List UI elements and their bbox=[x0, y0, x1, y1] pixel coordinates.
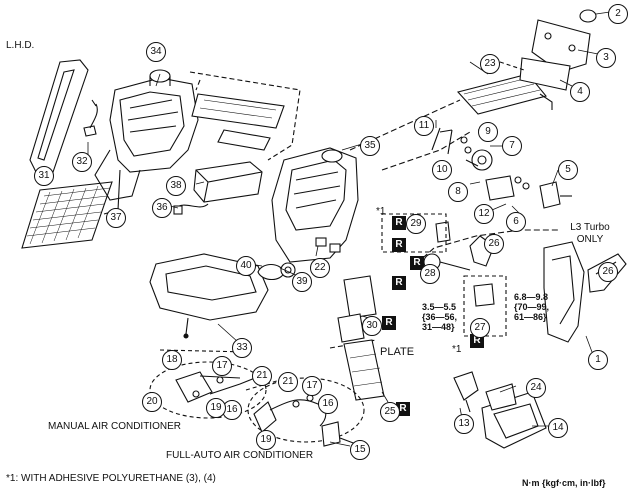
callout-18: 18 bbox=[162, 350, 182, 370]
callout-17-manual: 17 bbox=[212, 356, 232, 376]
callout-24: 24 bbox=[526, 378, 546, 398]
callout-32: 32 bbox=[72, 152, 92, 172]
manual-ac-label: MANUAL AIR CONDITIONER bbox=[48, 421, 181, 432]
plate-label: PLATE bbox=[380, 346, 415, 358]
callout-26: 26 bbox=[484, 234, 504, 254]
callout-28: 28 bbox=[420, 264, 440, 284]
callout-33: 33 bbox=[232, 338, 252, 358]
callout-21-auto: 21 bbox=[278, 372, 298, 392]
callout-30: 30 bbox=[362, 316, 382, 336]
callout-15: 15 bbox=[350, 440, 370, 460]
torque-spec-b-line2: {70—99, bbox=[514, 302, 550, 312]
asterisk1-bottom: *1 bbox=[452, 344, 462, 355]
torque-spec-a-line1: 3.5—5.5 bbox=[422, 302, 457, 312]
callout-5: 5 bbox=[558, 160, 578, 180]
callout-31: 31 bbox=[34, 166, 54, 186]
callout-27: 27 bbox=[470, 318, 490, 338]
callout-19-auto: 19 bbox=[256, 430, 276, 450]
replace-mark: R bbox=[382, 316, 396, 330]
callout-3: 3 bbox=[596, 48, 616, 68]
callout-34: 34 bbox=[146, 42, 166, 62]
callout-11: 11 bbox=[414, 116, 434, 136]
callout-37: 37 bbox=[106, 208, 126, 228]
callout-22: 22 bbox=[310, 258, 330, 278]
turbo-label: L3 Turbo ONLY bbox=[570, 222, 610, 245]
asterisk1-top: *1 bbox=[376, 206, 386, 217]
callout-7: 7 bbox=[502, 136, 522, 156]
replace-mark: R bbox=[392, 276, 406, 290]
callout-2: 2 bbox=[608, 4, 628, 24]
footnote: *1: WITH ADHESIVE POLYURETHANE (3), (4) bbox=[6, 473, 216, 484]
callout-4: 4 bbox=[570, 82, 590, 102]
callout-17-auto: 17 bbox=[302, 376, 322, 396]
torque-spec-a-line2: {36—56, bbox=[422, 312, 458, 322]
torque-spec-a-line3: 31—48} bbox=[422, 322, 455, 332]
lhd-label: L.H.D. bbox=[6, 40, 35, 51]
torque-spec-a: 3.5—5.5 {36—56, 31—48} bbox=[422, 302, 457, 332]
torque-spec-b-line1: 6.8—9.8 bbox=[514, 292, 549, 302]
callout-26-turbo: 26 bbox=[598, 262, 618, 282]
callout-29: 29 bbox=[406, 214, 426, 234]
callout-8: 8 bbox=[448, 182, 468, 202]
callout-20: 20 bbox=[142, 392, 162, 412]
callout-10: 10 bbox=[432, 160, 452, 180]
unit-legend: N·m {kgf·cm, in·lbf} bbox=[522, 478, 606, 488]
callout-36: 36 bbox=[152, 198, 172, 218]
callout-1: 1 bbox=[588, 350, 608, 370]
callout-40: 40 bbox=[236, 256, 256, 276]
callout-23: 23 bbox=[480, 54, 500, 74]
callout-14: 14 bbox=[548, 418, 568, 438]
callout-25: 25 bbox=[380, 402, 400, 422]
callout-21-manual: 21 bbox=[252, 366, 272, 386]
callout-35: 35 bbox=[360, 136, 380, 156]
callout-19-manual: 19 bbox=[206, 398, 226, 418]
replace-mark: R bbox=[392, 216, 406, 230]
callout-12: 12 bbox=[474, 204, 494, 224]
callout-16-auto: 16 bbox=[318, 394, 338, 414]
torque-spec-b: 6.8—9.8 {70—99, 61—86} bbox=[514, 292, 549, 322]
callout-39: 39 bbox=[292, 272, 312, 292]
torque-spec-b-line3: 61—86} bbox=[514, 312, 547, 322]
callout-13: 13 bbox=[454, 414, 474, 434]
replace-mark: R bbox=[410, 256, 424, 270]
replace-mark: R bbox=[392, 238, 406, 252]
callout-38: 38 bbox=[166, 176, 186, 196]
callout-9: 9 bbox=[478, 122, 498, 142]
callout-6: 6 bbox=[506, 212, 526, 232]
fullauto-ac-label: FULL-AUTO AIR CONDITIONER bbox=[166, 450, 314, 461]
